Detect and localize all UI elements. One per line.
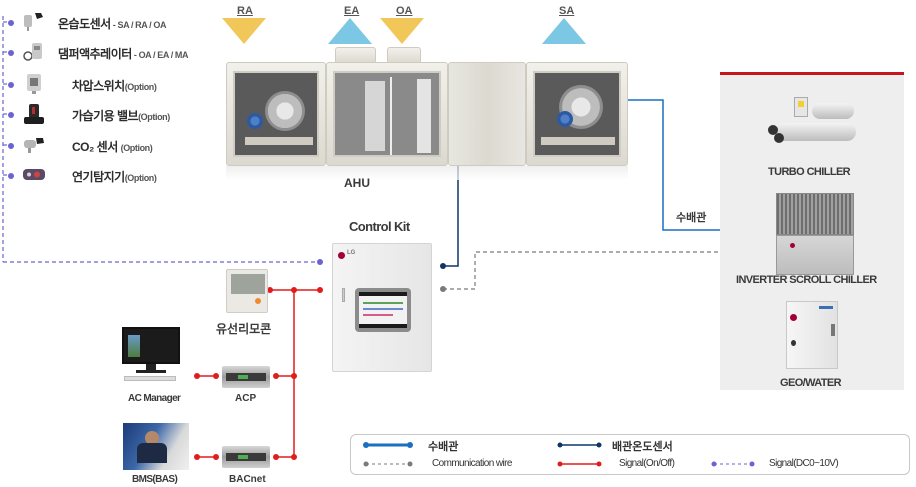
label-oa: OA xyxy=(396,5,413,17)
ahu-label: AHU xyxy=(344,176,370,190)
sensor-name: 차압스위치 xyxy=(72,79,125,93)
exhaust-air-arrow-icon xyxy=(328,18,372,44)
control-kit-label: Control Kit xyxy=(349,219,410,234)
legend-label-pipe-temp-sensor: 배관온도센서 xyxy=(612,441,673,453)
sensor-sub: - OA / EA / MA xyxy=(131,50,189,60)
door-handle xyxy=(342,288,345,302)
geo-water-unit[interactable] xyxy=(786,301,838,369)
sensor-name: 가습기용 밸브 xyxy=(72,109,139,123)
ahu-mixing-module xyxy=(326,62,448,166)
damper-actuator-icon xyxy=(23,43,42,61)
legend-label-signal-onoff: Signal(On/Off) xyxy=(619,458,675,469)
ac-manager-monitor[interactable] xyxy=(122,327,180,385)
control-kit-cabinet[interactable]: LG xyxy=(332,243,432,372)
signal-dc-endpoint xyxy=(317,259,323,265)
bms-image xyxy=(123,423,189,470)
inverter-scroll-chiller[interactable] xyxy=(776,193,854,275)
temp-humidity-sensor-icon xyxy=(24,13,43,31)
acp-device[interactable] xyxy=(222,366,270,388)
turbo-chiller-label: TURBO CHILLER xyxy=(768,166,851,178)
connector-dot xyxy=(8,112,14,118)
ahu-return-fan-module xyxy=(226,62,326,166)
signal-dc-line xyxy=(2,16,320,263)
return-air-arrow-icon xyxy=(222,18,266,44)
connector-dot xyxy=(8,173,14,179)
lg-logo-icon xyxy=(338,252,345,259)
legend-swatch-pipe-temp-sensor xyxy=(557,442,602,448)
legend-swatch-comm-wire xyxy=(363,461,413,467)
sensor-sub: - SA / RA / OA xyxy=(110,20,167,30)
comm-wire-line xyxy=(443,251,757,290)
sensor-sub: (Option) xyxy=(138,112,170,122)
signal-onoff-dots xyxy=(194,287,323,460)
acp-label: ACP xyxy=(235,393,257,404)
smoke-detector-icon xyxy=(23,169,45,180)
connector-dot xyxy=(8,50,14,56)
ahu-coil-module xyxy=(448,62,526,166)
brand-label: LG xyxy=(347,250,356,256)
bacnet-label: BACnet xyxy=(229,474,266,485)
sensor-name: CO₂ 센서 xyxy=(72,140,121,154)
touch-screen-panel[interactable] xyxy=(355,288,411,332)
connector-dot xyxy=(8,20,14,26)
motor-icon xyxy=(557,111,573,127)
co2-sensor-icon xyxy=(24,138,44,153)
legend-label-comm-wire: Communication wire xyxy=(432,458,512,469)
ahu-reflection xyxy=(226,166,628,180)
supply-air-arrow-icon xyxy=(542,18,586,44)
legend-swatch-water-pipe xyxy=(363,442,413,448)
legend: 수배관 배관온도센서 Communication wire Signal(On/… xyxy=(350,434,910,475)
turbo-chiller[interactable] xyxy=(768,95,858,155)
legend-swatch-signal-onoff xyxy=(557,461,602,467)
bms-label: BMS(BAS) xyxy=(132,474,178,485)
legend-label-signal-dc: Signal(DC0~10V) xyxy=(769,458,839,469)
legend-swatch-signal-dc xyxy=(711,461,755,467)
bacnet-device[interactable] xyxy=(222,446,270,468)
geo-water-label: GEO/WATER xyxy=(780,377,842,389)
differential-pressure-switch-icon xyxy=(27,74,41,94)
comm-wire-endpoint-kit xyxy=(440,286,446,292)
motor-icon xyxy=(247,113,263,129)
label-ea: EA xyxy=(344,5,360,17)
ac-manager-label: AC Manager xyxy=(128,393,181,404)
water-pipe-label: 수배관 xyxy=(676,212,707,224)
outdoor-air-arrow-icon xyxy=(380,18,424,44)
label-ra: RA xyxy=(237,5,253,17)
humidifier-valve-icon xyxy=(24,104,44,124)
chiller-panel: TURBO CHILLER INVERTER SCROLL CHILLER GE… xyxy=(720,72,904,390)
pipe-temp-endpoint-kit xyxy=(440,263,446,269)
label-sa: SA xyxy=(559,5,575,17)
sensor-name: 댐퍼액추레이터 xyxy=(58,47,132,61)
legend-swatches xyxy=(363,442,755,467)
ahu-supply-fan-module xyxy=(526,62,628,166)
wired-remote-label: 유선리모콘 xyxy=(216,322,272,336)
inverter-scroll-chiller-label: INVERTER SCROLL CHILLER xyxy=(736,274,877,286)
legend-label-water-pipe: 수배관 xyxy=(428,441,459,453)
connector-dot xyxy=(8,143,14,149)
sensor-name: 연기탐지기 xyxy=(72,170,125,184)
sensor-sub: (Option) xyxy=(120,143,153,153)
sensor-sub: (Option) xyxy=(124,173,157,183)
sensor-name: 온습도센서 xyxy=(58,17,111,31)
fan-icon xyxy=(265,91,305,131)
connector-dot xyxy=(8,82,14,88)
sensor-sub: (Option) xyxy=(124,82,157,92)
wired-remote-controller[interactable] xyxy=(226,269,268,313)
